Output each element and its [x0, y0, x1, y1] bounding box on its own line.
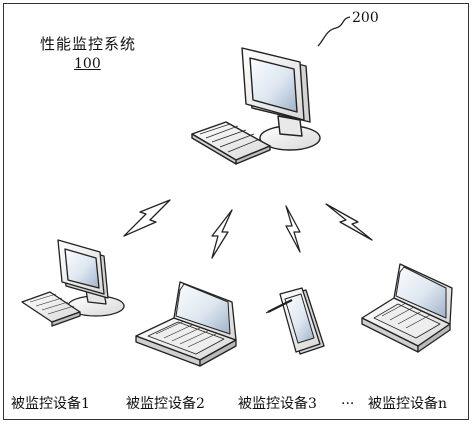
device-label-2: 被监控设备2	[126, 396, 205, 412]
device-1-desktop-icon	[21, 239, 125, 327]
wireless-link-3	[285, 205, 301, 253]
device-2-laptop-icon	[135, 281, 237, 367]
device-label-3: 被监控设备3	[238, 396, 317, 412]
wireless-lightning-icon	[123, 199, 373, 259]
device-3-tablet-icon	[265, 287, 325, 355]
device-label-n: 被监控设备n	[368, 396, 448, 412]
wireless-link-n	[325, 203, 373, 241]
diagram-frame	[3, 3, 469, 420]
system-title: 性能监控系统	[40, 35, 137, 53]
wireless-link-2	[211, 209, 233, 259]
device-n-laptop-icon	[361, 263, 453, 353]
server-computer-icon	[191, 47, 321, 165]
device-ellipsis: ···	[341, 396, 355, 412]
wireless-link-1	[123, 199, 171, 237]
device-label-1: 被监控设备1	[11, 396, 90, 412]
system-reference-number: 100	[74, 56, 101, 72]
server-reference-curve	[317, 16, 351, 47]
server-reference-number: 200	[352, 10, 379, 26]
